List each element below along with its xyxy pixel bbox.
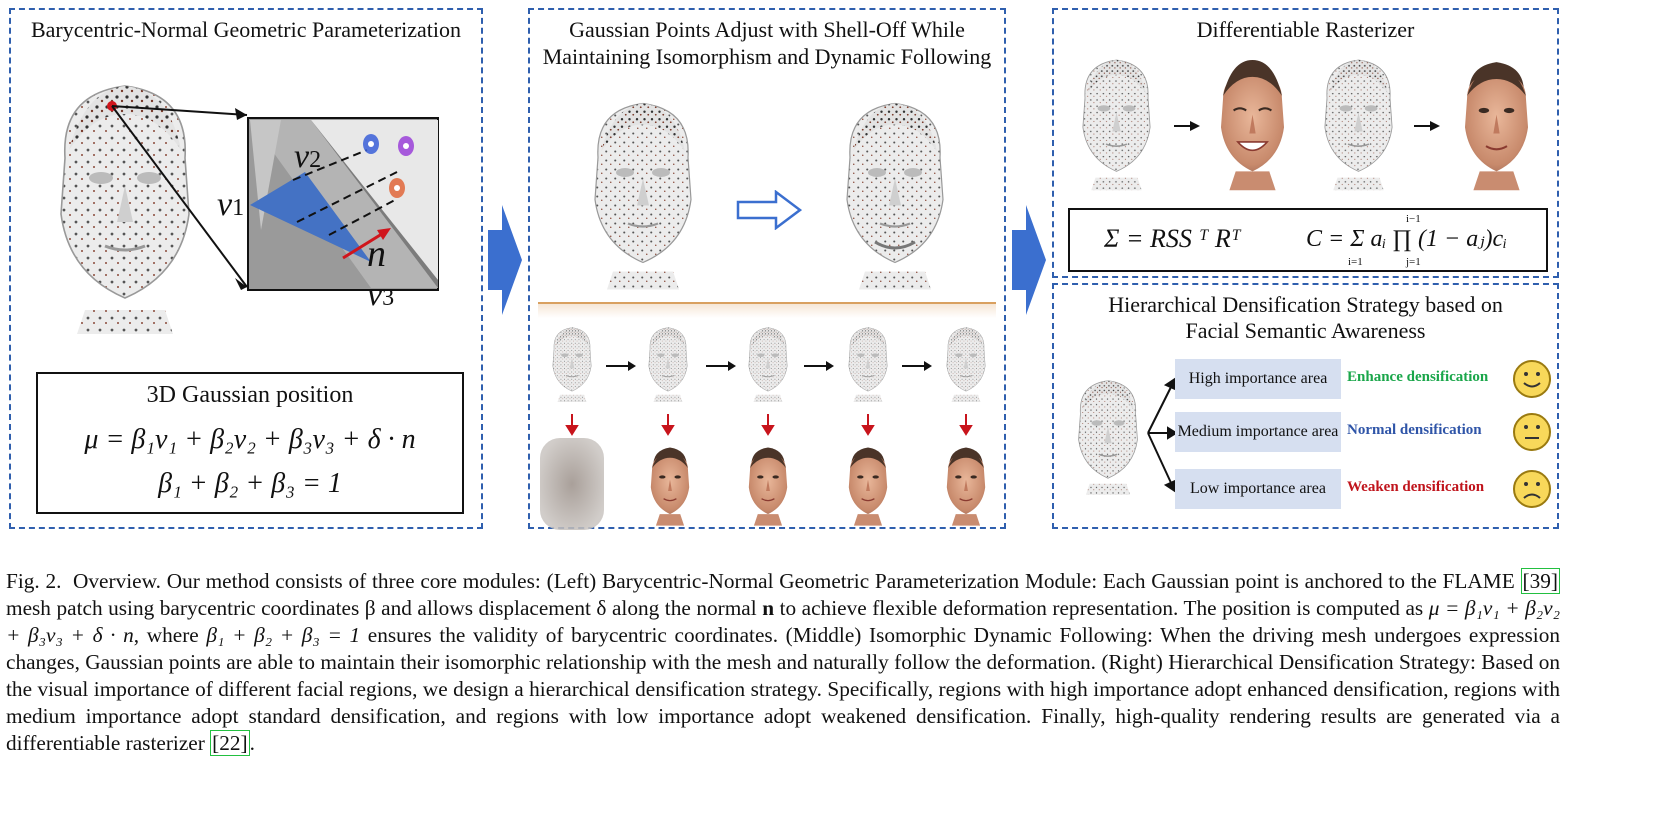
label-v3: v3 [367,276,395,313]
label-v2: v2 [294,138,322,175]
sum-lower-limit: i=1 [1348,256,1363,268]
caption-text-1: Overview. Our method consists of three c… [73,569,1521,593]
rasterizer-panel: Differentiable Rasterizer Σ = RSS ᵀ Rᵀ C… [1052,8,1559,278]
figure-label: Fig. 2. [6,569,62,593]
flow-arrow-right [1012,205,1046,315]
flow-arrow-left [488,205,522,315]
branch-arrows [1147,377,1178,493]
prod-upper-limit: i−1 [1406,213,1421,225]
label-v1: v1 [217,186,245,223]
divider-line [538,302,996,304]
divider-glow [538,304,996,318]
barycentric-constraint: β₁ + β₂ + β₃ = 1 [158,468,342,499]
citation-22[interactable]: [22] [210,730,250,756]
expressive-point-head [845,102,945,291]
position-formula-box: 3D Gaussian position μ = β₁v₁ + β₂v₂ + β… [36,372,464,514]
caption-formula-position: μ = β₁v₁ + β₂v₂ + β₃v₃ + δ · n [6,596,1560,647]
caption-normal-symbol: n [762,596,775,620]
citation-39[interactable]: [39] [1520,568,1560,594]
middle-panel-title-line1: Gaussian Points Adjust with Shell-Off Wh… [569,17,965,42]
figure-caption: Fig. 2. Overview. Our method consists of… [6,568,1560,757]
color-blend-equation: C = Σ aᵢ ∏ (1 − aⱼ)cᵢ [1306,226,1507,252]
weaken-densification-label: Weaken densification [1347,479,1485,495]
caption-text-6: . [249,731,255,755]
happy-face-icon [1513,360,1551,398]
left-panel: Barycentric-Normal Geometric Parameteriz… [9,8,483,529]
neutral-point-head [593,102,693,291]
caption-text-3: to achieve flexible deformation represen… [774,596,1429,620]
densification-progress-heads [540,327,986,530]
middle-panel: Gaussian Points Adjust with Shell-Off Wh… [528,8,1006,530]
normal-densification-label: Normal densification [1347,422,1482,438]
enhance-densification-label: Enhance densification [1347,369,1489,385]
densification-panel-title-line1: Hierarchical Densification Strategy base… [1108,292,1503,317]
low-importance-area: Low importance area [1175,469,1341,509]
caption-text-4: , where [133,623,207,647]
mesh-triangle [250,172,371,262]
left-panel-title: Barycentric-Normal Geometric Parameteriz… [30,17,462,42]
covariance-equation: Σ = RSS ᵀ Rᵀ [1104,224,1241,253]
sad-face-icon [1513,470,1551,508]
rasterizer-equation-box: Σ = RSS ᵀ Rᵀ C = Σ aᵢ ∏ (1 − aⱼ)cᵢ i=1 i… [1068,208,1548,272]
densification-panel: Hierarchical Densification Strategy base… [1052,283,1559,529]
densification-panel-title-line2: Facial Semantic Awareness [1185,318,1426,343]
medium-importance-area: Medium importance area [1175,412,1341,452]
prod-lower-limit: j=1 [1406,256,1421,268]
neutral-face-icon [1513,413,1551,451]
middle-panel-title-line2: Maintaining Isomorphism and Dynamic Foll… [542,44,992,69]
caption-text-5: ensures the validity of barycentric coor… [6,623,1560,755]
barycentric-triangle-diagram [107,101,439,291]
label-normal-n: n [367,233,386,275]
hollow-arrow-icon [736,190,802,230]
caption-formula-constraint: β₁ + β₂ + β₃ = 1 [206,623,361,647]
position-heading: 3D Gaussian position [146,382,354,408]
rasterizer-panel-title: Differentiable Rasterizer [1196,17,1415,42]
position-equation: μ = β₁v₁ + β₂v₂ + β₃v₃ + δ · n [84,424,416,455]
high-importance-area: High importance area [1175,359,1341,399]
caption-text-2: mesh patch using barycentric coordinates… [6,596,763,620]
rasterizer-example-heads [1082,58,1530,192]
